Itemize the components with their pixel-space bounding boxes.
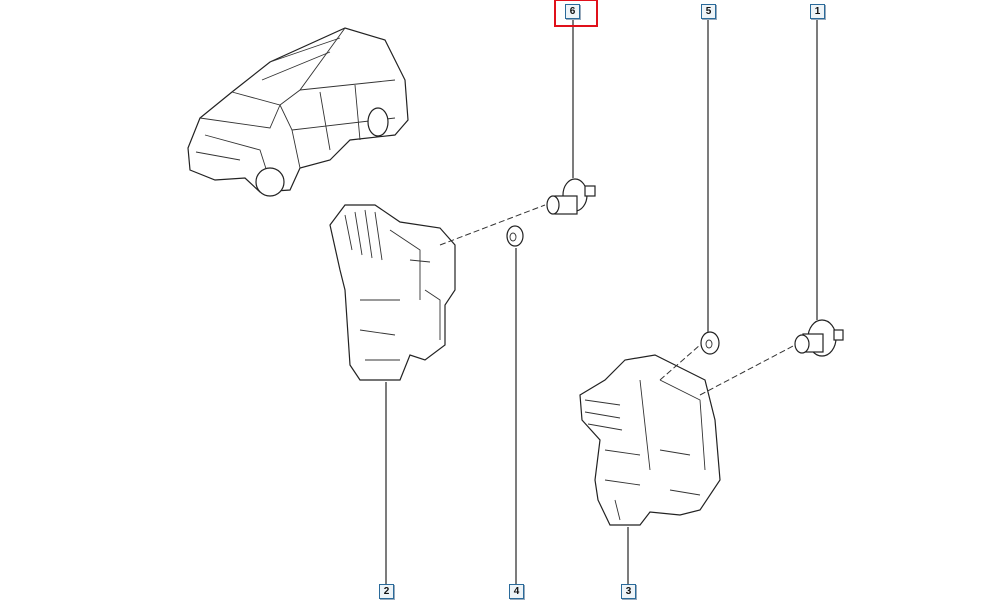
callout-1[interactable]: 1 <box>810 4 825 19</box>
callout-5[interactable]: 5 <box>701 4 716 19</box>
callout-2[interactable]: 2 <box>379 584 394 599</box>
part-1-bolt <box>794 319 844 357</box>
callout-4[interactable]: 4 <box>509 584 524 599</box>
part-4-bolt <box>506 225 524 247</box>
part-5-bolt <box>700 331 720 355</box>
selected-highlight-box <box>554 0 598 27</box>
part-6-bolt <box>546 178 596 215</box>
leader-lines <box>385 20 818 584</box>
vehicle-illustration <box>187 27 409 197</box>
callout-6[interactable]: 6 <box>565 4 580 19</box>
assembly-lines <box>439 204 796 396</box>
callout-3[interactable]: 3 <box>621 584 636 599</box>
part-2-door-lock <box>329 204 456 381</box>
part-3-door-lock <box>579 354 721 526</box>
